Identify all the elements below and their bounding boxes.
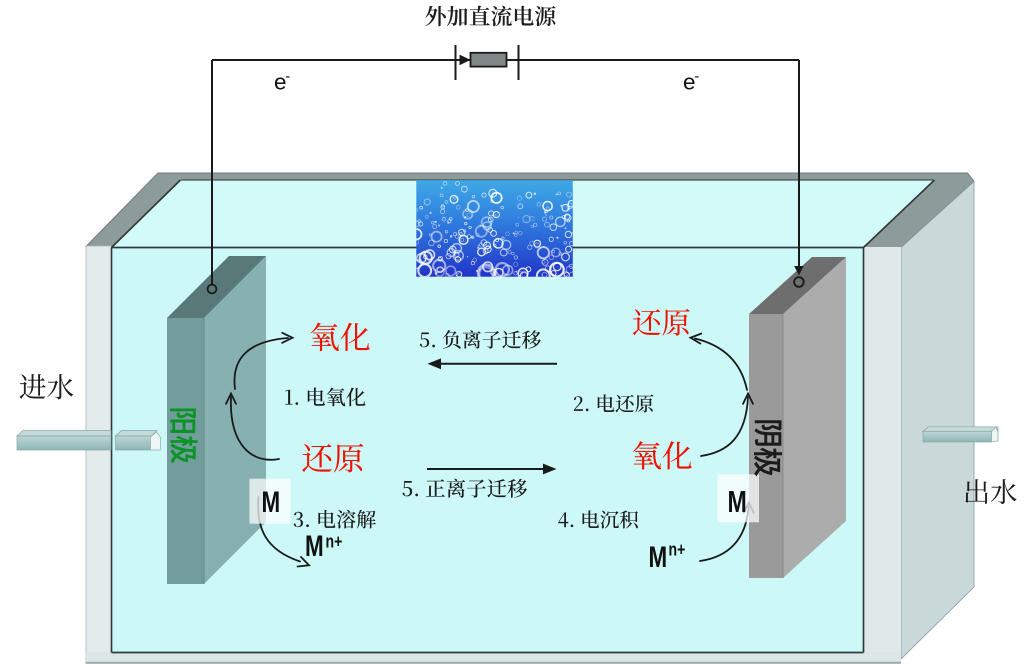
svg-text:-: - (285, 68, 290, 85)
svg-text:M: M (262, 485, 281, 519)
svg-text:M: M (728, 484, 747, 519)
svg-text:n+: n+ (326, 532, 343, 552)
svg-text:n+: n+ (669, 540, 686, 560)
svg-text:M: M (649, 540, 668, 574)
svg-text:-: - (694, 68, 699, 85)
svg-text:M: M (305, 529, 324, 563)
svg-text:e: e (683, 70, 696, 95)
svg-text:e: e (274, 70, 287, 95)
